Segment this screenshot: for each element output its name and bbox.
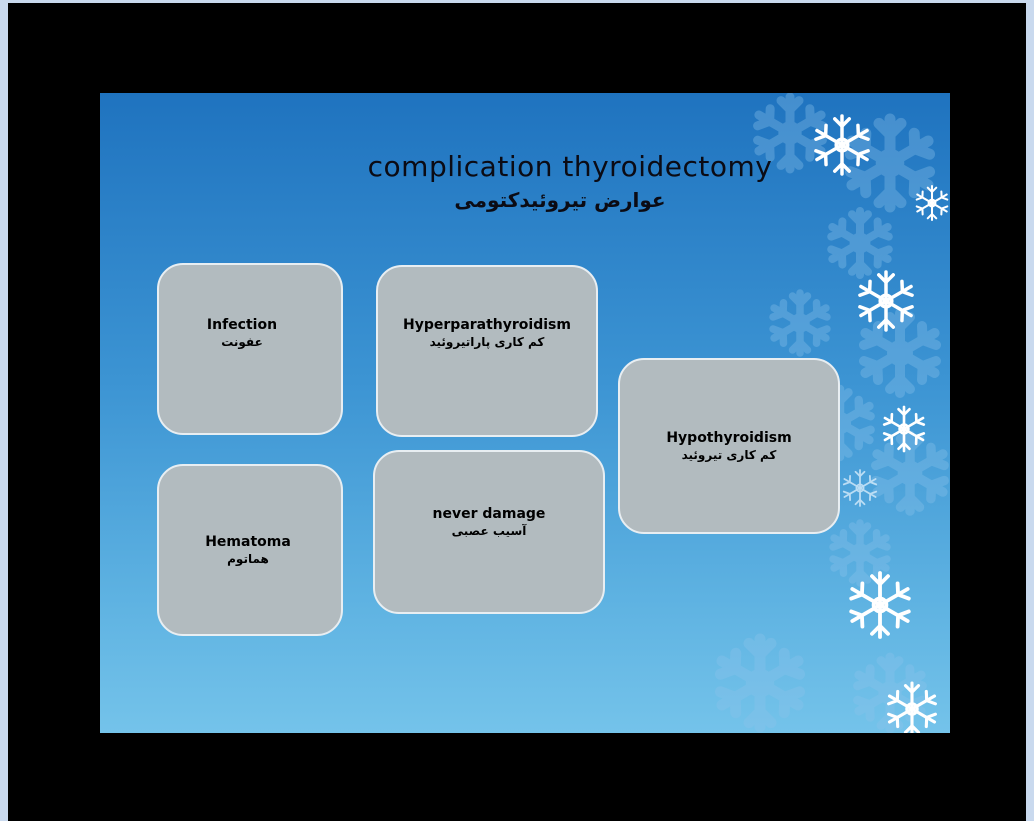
card-hematoma[interactable]: Hematoma هماتوم [157,464,343,636]
card-nerve-damage[interactable]: never damage آسیب عصبی [373,450,605,614]
card-label-en: Hypothyroidism [666,429,792,446]
card-label-fa: عفونت [221,334,263,349]
card-hyperparathyroidism[interactable]: Hyperparathyroidism کم کاری پاراتیروئید [376,265,598,437]
card-hypothyroidism[interactable]: Hypothyroidism کم کاری تیروئید [618,358,840,534]
card-label-fa: آسیب عصبی [451,523,527,538]
card-infection[interactable]: Infection عفونت [157,263,343,435]
card-label-fa: کم کاری پاراتیروئید [429,334,545,349]
card-label-en: never damage [432,505,546,522]
card-label-fa: کم کاری تیروئید [681,447,777,462]
slide-title: complication thyroidectomy [367,150,773,183]
slide[interactable]: complication thyroidectomy عوارض تیروئید… [100,93,950,733]
card-label-en: Hematoma [205,533,291,550]
slide-subtitle-persian: عوارض تیروئیدکتومی [454,188,666,212]
card-label-en: Infection [206,316,278,333]
card-label-en: Hyperparathyroidism [403,316,571,333]
card-label-fa: هماتوم [227,551,269,566]
